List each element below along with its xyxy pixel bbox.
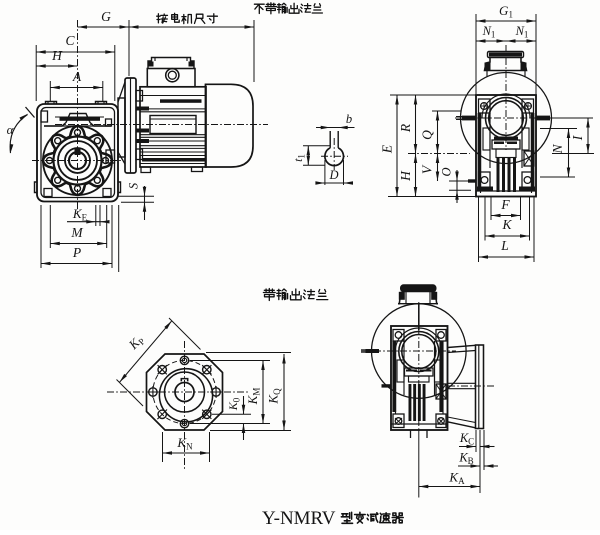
svg-text:A: A — [72, 69, 82, 84]
svg-text:F: F — [500, 197, 510, 212]
svg-text:K: K — [501, 217, 512, 232]
svg-text:t1: t1 — [291, 154, 307, 162]
svg-text:O: O — [440, 167, 454, 176]
svg-text:H: H — [51, 48, 63, 63]
svg-text:I: I — [570, 134, 585, 141]
svg-text:M: M — [70, 225, 83, 240]
svg-text:V: V — [420, 164, 435, 174]
svg-text:C: C — [65, 33, 75, 48]
svg-text:L: L — [500, 238, 509, 253]
svg-text:G: G — [101, 9, 111, 24]
svg-text:Y-NMRV: Y-NMRV — [262, 508, 336, 529]
svg-text:D: D — [328, 168, 338, 182]
svg-text:P: P — [72, 245, 81, 260]
svg-text:b: b — [346, 112, 352, 126]
svg-text:Q: Q — [420, 130, 435, 140]
svg-text:H: H — [398, 170, 413, 182]
svg-text:E: E — [380, 144, 395, 154]
svg-text:S: S — [127, 182, 141, 189]
svg-text:N: N — [550, 144, 565, 155]
svg-text:R: R — [398, 123, 413, 133]
svg-text:α: α — [7, 122, 15, 137]
